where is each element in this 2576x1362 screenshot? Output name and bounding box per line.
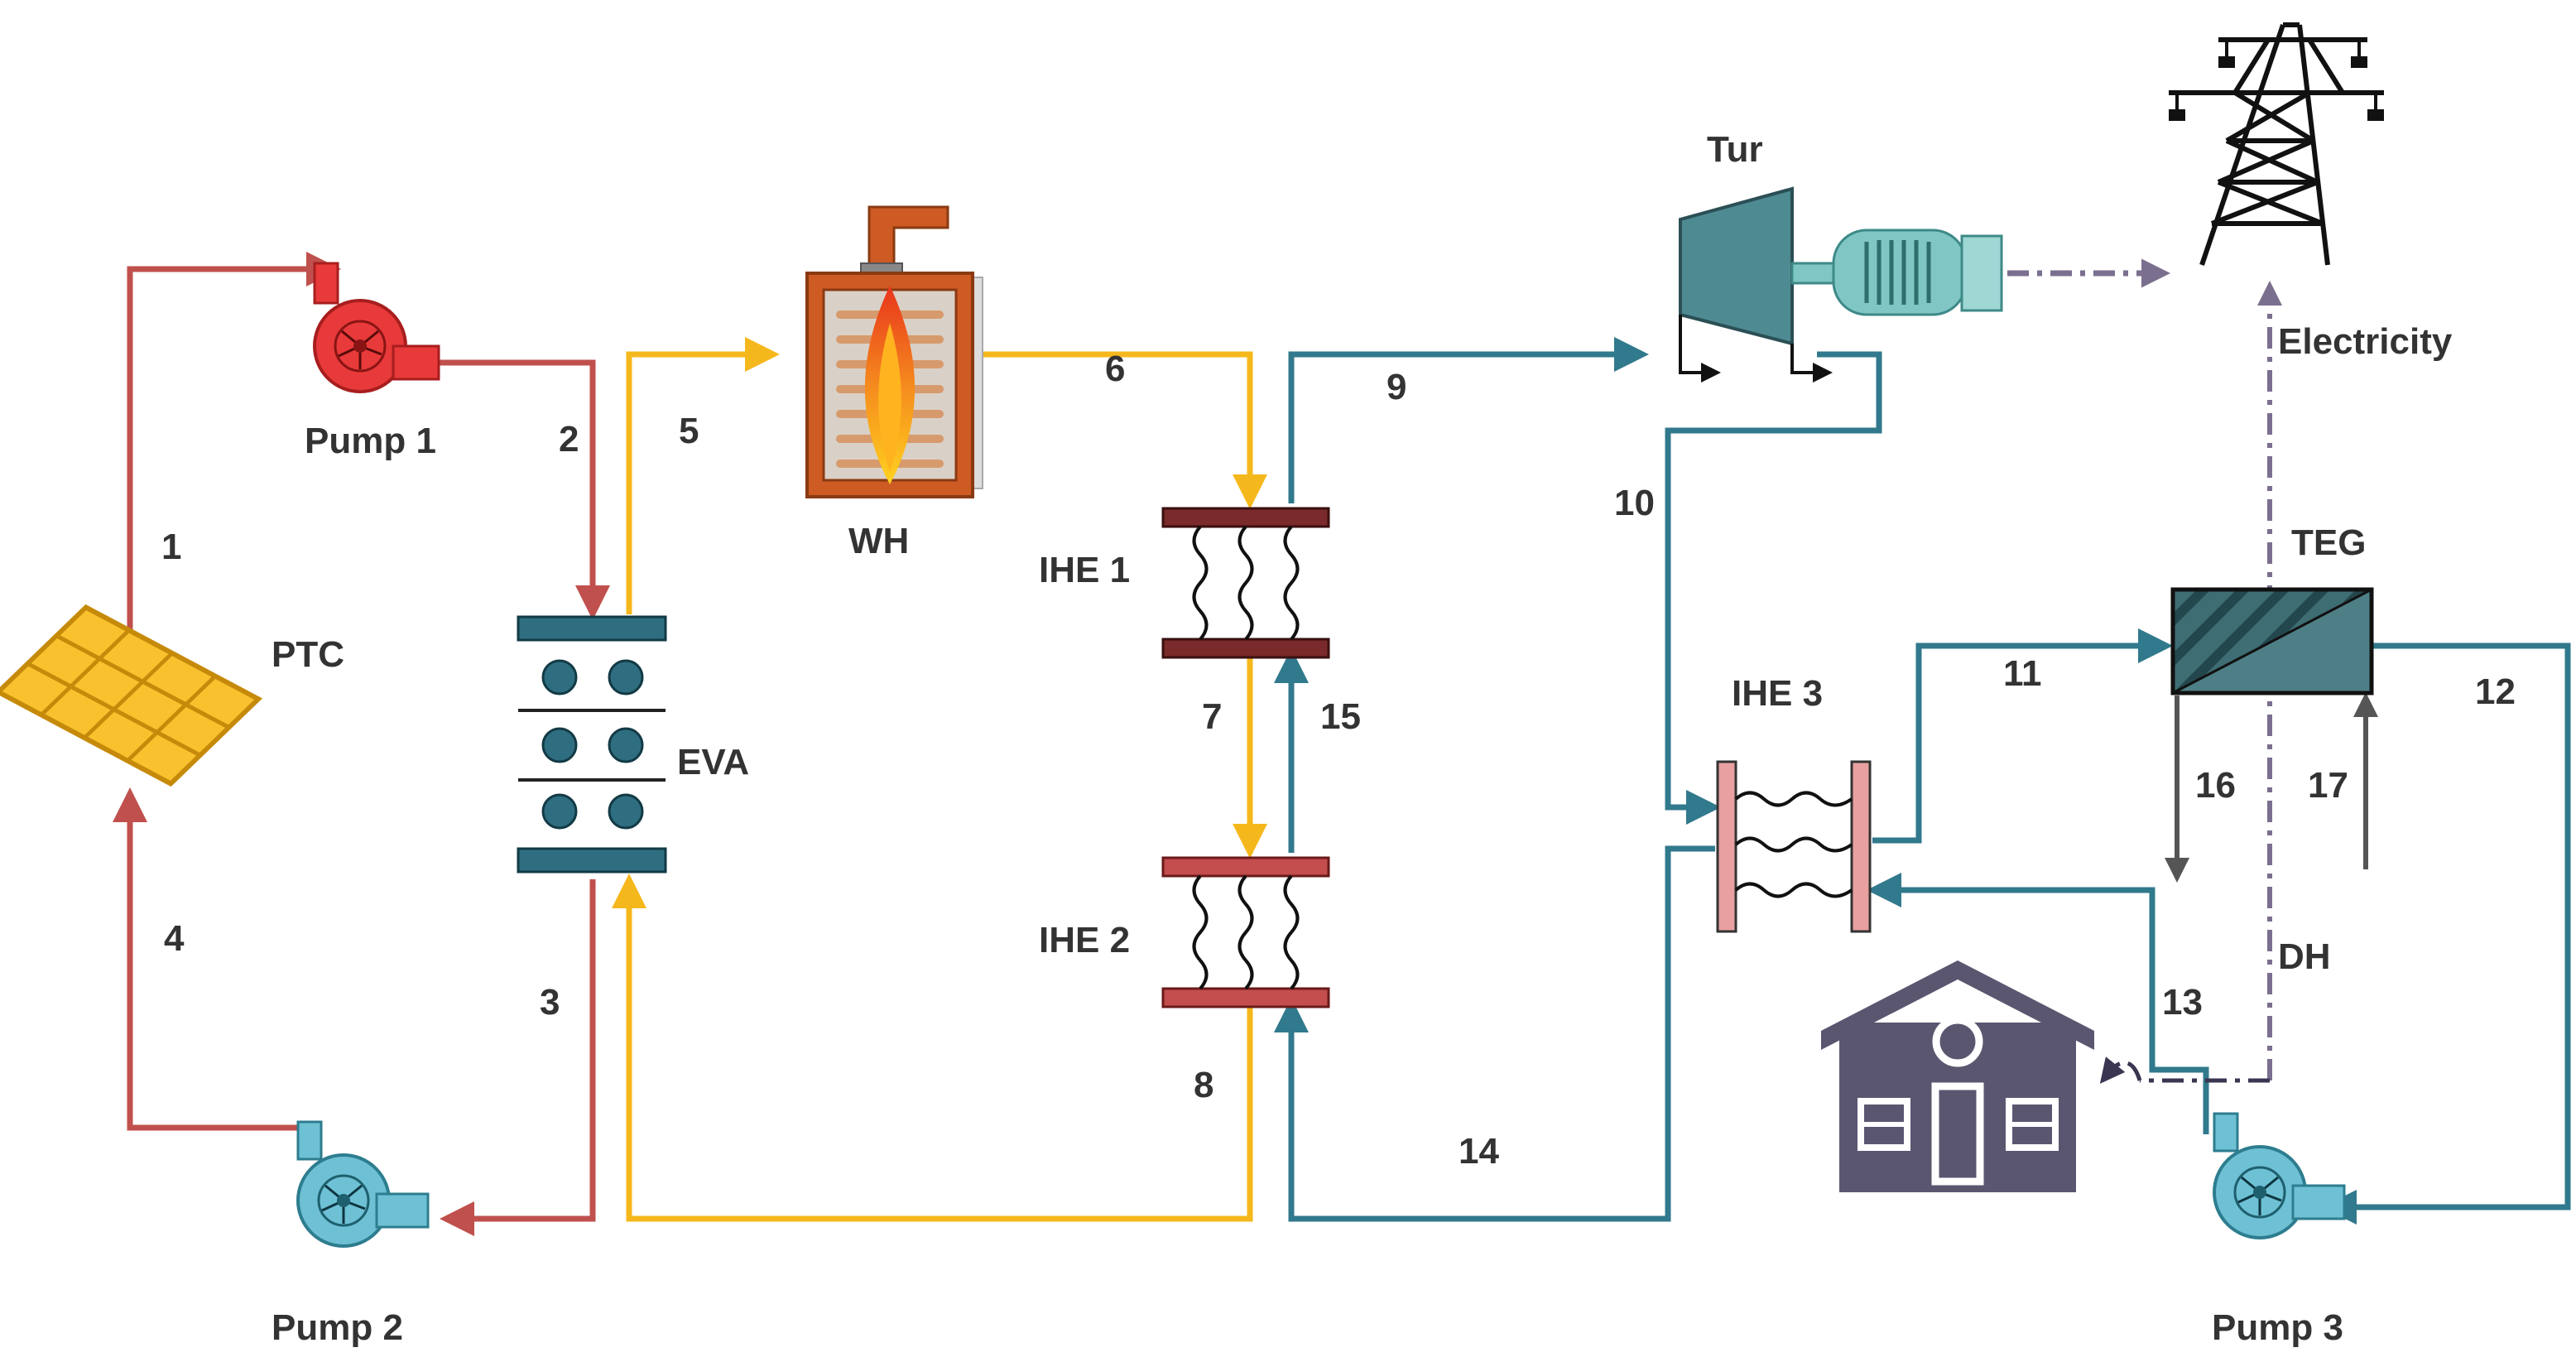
stream-14-pipe: [1274, 845, 1715, 1222]
ihe-3-label: IHE 3: [1732, 673, 1823, 714]
dh-label: DH: [2278, 936, 2331, 977]
thermoelectric-generator-icon: [2170, 587, 2374, 695]
dh-streams: [2165, 692, 2378, 883]
wh-label: WH: [848, 521, 909, 561]
water-heater-icon: [805, 205, 983, 498]
ihe-1-label: IHE 1: [1039, 550, 1130, 590]
stream-3-pipe: [440, 879, 596, 1236]
stream-16-label: 16: [2195, 765, 2236, 806]
stream-9-pipe: [1288, 337, 1649, 503]
transmission-tower-icon: [2169, 22, 2384, 266]
power-loop-pipes: [1274, 337, 2571, 1225]
stream-12-label: 12: [2475, 671, 2516, 712]
stream-4-pipe: [113, 787, 306, 1131]
ihe-2-heat-exchanger-icon: [1161, 856, 1330, 1008]
tur-label: Tur: [1707, 129, 1763, 170]
stream-5-label: 5: [679, 411, 699, 451]
teg-label: TEG: [2291, 522, 2366, 563]
pump-2-label: Pump 2: [272, 1307, 403, 1348]
pump-1-label: Pump 1: [305, 421, 436, 461]
stream-1-pipe: [127, 252, 341, 638]
stream-12-pipe: [2322, 642, 2571, 1225]
stream-14-label: 14: [1459, 1131, 1499, 1172]
stream-8-pipe: [612, 874, 1253, 1222]
dh-supply-arc: [2099, 1056, 2142, 1084]
stream-17-label: 17: [2308, 765, 2348, 806]
stream-2-label: 2: [559, 419, 579, 460]
stream-6-label: 6: [1105, 349, 1125, 389]
solar-panel-icon: [0, 604, 263, 787]
ptc-label: PTC: [272, 634, 344, 675]
stream-8-label: 8: [1194, 1065, 1214, 1105]
stream-10-pipe: [1665, 351, 1882, 825]
stream-15-label: 15: [1320, 696, 1361, 737]
stream-9-label: 9: [1387, 367, 1406, 407]
generator-icon: [1790, 229, 2003, 316]
ihe-1-heat-exchanger-icon: [1161, 507, 1330, 659]
stream-13-label: 13: [2162, 982, 2203, 1023]
stream-1-label: 1: [161, 527, 181, 567]
stream-2-pipe: [406, 359, 610, 620]
heating-loop-pipes: [612, 337, 1267, 1222]
evaporator-icon: [517, 615, 667, 874]
stream-10-label: 10: [1614, 483, 1655, 523]
stream-11-label: 11: [2003, 653, 2042, 694]
ihe-2-label: IHE 2: [1039, 920, 1130, 960]
stream-11-pipe: [1872, 628, 2173, 844]
pump-2-icon: [296, 1120, 430, 1248]
stream-6-pipe: [978, 351, 1267, 509]
electricity-label: Electricity: [2278, 321, 2453, 362]
pump-1-icon: [313, 262, 440, 393]
turbine-icon: [1679, 186, 1833, 383]
stream-7-label: 7: [1202, 696, 1222, 737]
stream-4-label: 4: [164, 918, 185, 959]
ihe-3-heat-exchanger-icon: [1716, 760, 1872, 933]
house-icon: [1821, 960, 2094, 1192]
pump-3-label: Pump 3: [2212, 1307, 2343, 1348]
pump-3-icon: [2213, 1112, 2346, 1239]
eva-label: EVA: [677, 742, 749, 782]
stream-13-pipe: [1867, 873, 2209, 1134]
stream-5-pipe: [626, 337, 780, 614]
solar-loop-pipes: [113, 252, 610, 1236]
stream-3-label: 3: [540, 982, 560, 1023]
